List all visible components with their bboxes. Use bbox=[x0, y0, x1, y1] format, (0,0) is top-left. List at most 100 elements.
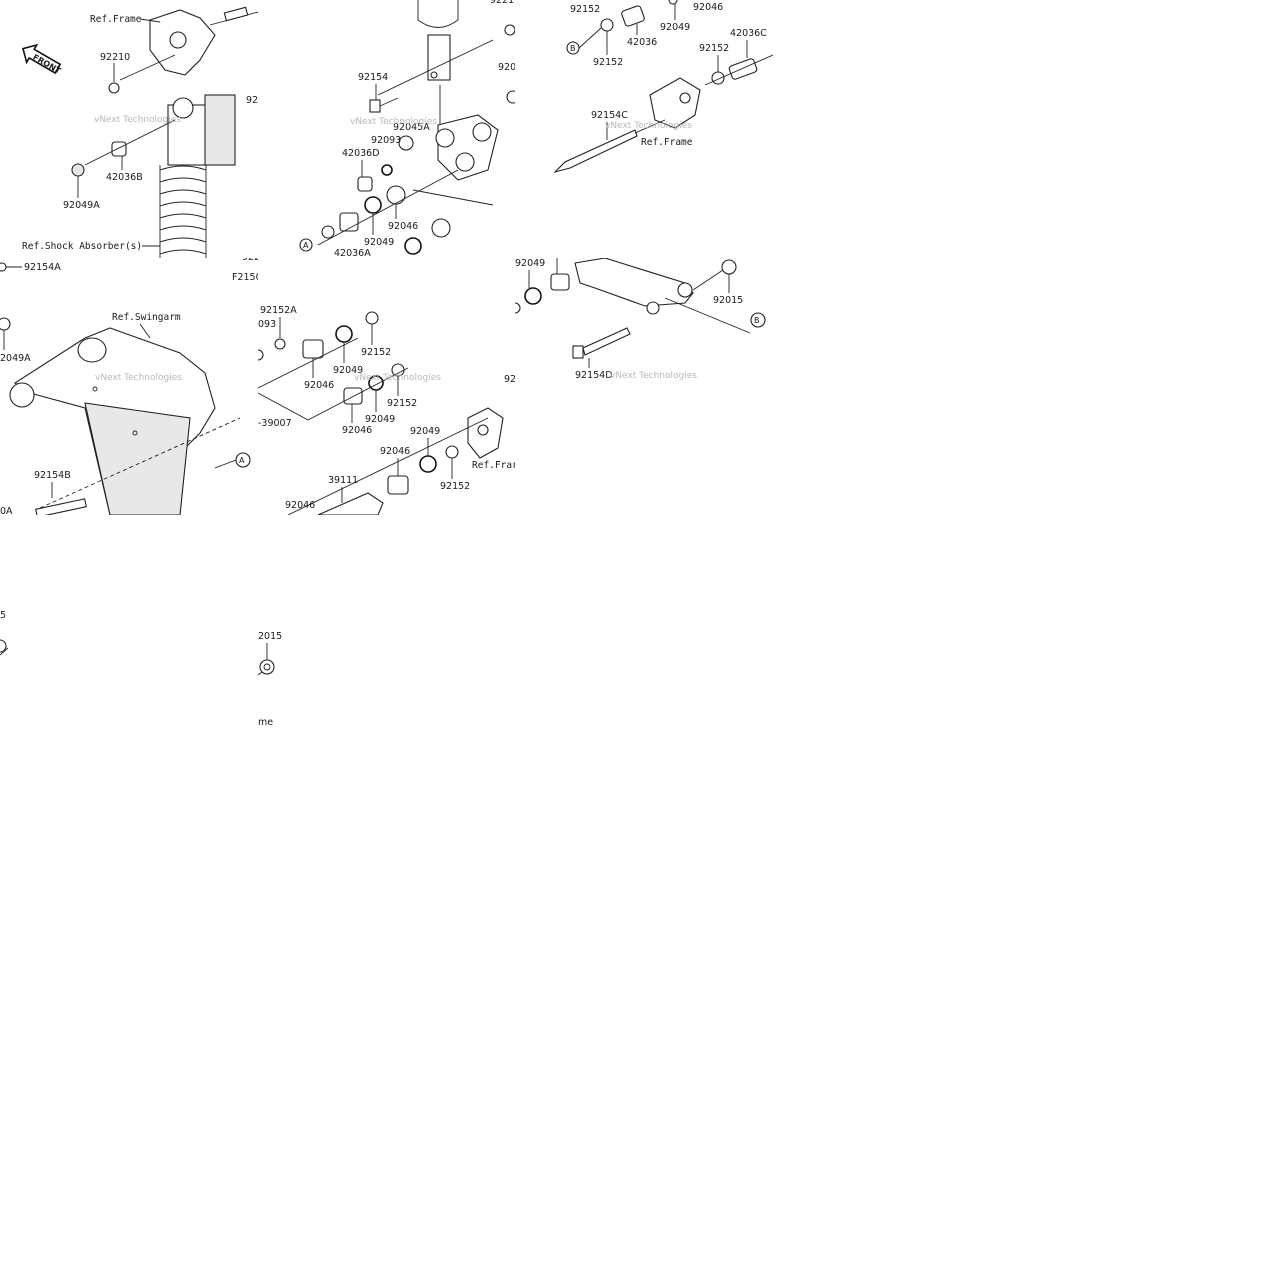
watermark-1: vNext Technologies bbox=[94, 115, 181, 125]
tile-frame-pivot: 92152 92046 92049 42036 B 92152 92152 42… bbox=[515, 0, 773, 258]
label-920-cut: 920 bbox=[498, 62, 515, 73]
label-39007-cut: -39007 bbox=[258, 418, 292, 429]
callout-a-1-text: A bbox=[303, 241, 309, 250]
label-42036A: 42036A bbox=[334, 248, 371, 258]
collar-42036B bbox=[111, 141, 127, 157]
label-92152-t2: 92152 bbox=[593, 57, 623, 68]
callout-b-1-text: B bbox=[570, 44, 576, 53]
label-ref-frame-2: Ref.Frame bbox=[641, 137, 693, 148]
label-92049-a: 92049 bbox=[364, 237, 394, 248]
swingarm-pivot-right bbox=[9, 382, 35, 408]
label-92046-m2: 92046 bbox=[342, 425, 372, 436]
label-ref-frame-3: Ref.Frar bbox=[472, 460, 515, 471]
front-arrow-icon: FRONT bbox=[22, 43, 63, 76]
tile-tie-rod-svg: 92049 92015 B 92154D vNext Technologies bbox=[515, 258, 766, 381]
label-9221-cut: 9221 bbox=[490, 0, 514, 6]
label-92154D: 92154D bbox=[575, 370, 613, 381]
callout-b-2-text: B bbox=[754, 316, 760, 325]
tile-swingarm: 92154A 9221 2049A Ref.Swingarm 92154B 0A… bbox=[0, 258, 258, 515]
bolt-top bbox=[223, 6, 249, 22]
watermark-5: vNext Technologies bbox=[354, 373, 441, 383]
seal-92049-m1 bbox=[335, 325, 353, 343]
seal-92049-r bbox=[524, 287, 542, 305]
tile-frame-pivot-svg: 92152 92046 92049 42036 B 92152 92152 42… bbox=[553, 0, 773, 174]
tile-lower-left: 5 bbox=[0, 515, 258, 773]
bearing-92046-m3 bbox=[387, 475, 409, 495]
label-ref-shock: Ref.Shock Absorber(s) bbox=[22, 241, 142, 252]
seal-92093 bbox=[381, 164, 393, 176]
tile-lower-middle: 2015 me bbox=[258, 515, 515, 773]
tile-lower-middle-svg: 2015 me bbox=[258, 631, 282, 728]
seal-92152A bbox=[274, 338, 286, 350]
label-92210-top: 92210 bbox=[100, 52, 130, 63]
watermark-4: vNext Technologies bbox=[95, 373, 182, 383]
label-92015-r: 92015 bbox=[713, 295, 743, 306]
bolt-shank-92154D bbox=[582, 327, 631, 356]
label-92045A: 92045A bbox=[393, 122, 430, 133]
label-92152-t1: 92152 bbox=[570, 4, 600, 15]
bearing-92046-m2 bbox=[343, 387, 363, 405]
shock-spring bbox=[159, 165, 207, 258]
shock-lower-spring bbox=[417, 0, 459, 28]
collar-42036A bbox=[339, 212, 359, 232]
nut-92210 bbox=[108, 82, 120, 94]
callout-b-2 bbox=[750, 312, 766, 328]
seal-92049A bbox=[71, 163, 85, 177]
label-92152-t3: 92152 bbox=[699, 43, 729, 54]
collar-42036 bbox=[621, 5, 645, 27]
tile-linkage-rod-svg: 92152A 093 92046 92049 92152 -39007 9204… bbox=[258, 305, 515, 515]
label-92154A: 92154A bbox=[24, 262, 61, 273]
bearing-92046-a bbox=[386, 185, 406, 205]
frame-bracket-2 bbox=[649, 77, 701, 129]
swingarm-pivot-left bbox=[77, 337, 107, 363]
nut-92015-lower bbox=[259, 659, 275, 675]
bearing-92046-m1 bbox=[302, 339, 324, 359]
seal-92152-m1 bbox=[365, 311, 379, 325]
bolt-head-92154 bbox=[369, 99, 381, 113]
label-2015-cut: 2015 bbox=[258, 631, 282, 642]
label-92152-m2: 92152 bbox=[387, 398, 417, 409]
label-42036: 42036 bbox=[627, 37, 657, 48]
label-F2150: F2150 bbox=[232, 272, 258, 283]
label-92154: 92154 bbox=[358, 72, 388, 83]
seal-92152-m3 bbox=[445, 445, 459, 459]
shock-eye bbox=[172, 97, 194, 119]
bracket-hole bbox=[169, 31, 187, 49]
label-92154B: 92154B bbox=[34, 470, 71, 481]
watermark-3: vNext Technologies bbox=[605, 121, 692, 131]
label-92049A-tl: 92049A bbox=[63, 200, 100, 211]
label-42036D: 42036D bbox=[342, 148, 380, 159]
label-92049A-ml: 2049A bbox=[0, 353, 31, 364]
bearing-92046-r bbox=[550, 273, 570, 291]
label-ref-frame-1: Ref.Frame bbox=[90, 14, 142, 25]
label-92152-m1: 92152 bbox=[361, 347, 391, 358]
shock-reservoir bbox=[204, 94, 236, 166]
tie-rod-39111 bbox=[317, 492, 384, 515]
tile-linkage-rod: 92152A 093 92046 92049 92152 -39007 9204… bbox=[258, 258, 515, 515]
seal-92152-t3 bbox=[711, 71, 725, 85]
label-42036B: 42036B bbox=[106, 172, 143, 183]
tile-shock-upper-svg: FRONT Ref.Frame bbox=[22, 6, 258, 258]
label-92046-t: 92046 bbox=[693, 2, 723, 13]
watermark-6: vNext Technologies bbox=[610, 371, 697, 381]
callout-a-2-text: A bbox=[239, 456, 245, 465]
label-92152-m3: 92152 bbox=[440, 481, 470, 492]
label-093-cut: 093 bbox=[258, 319, 276, 330]
label-92049-m2: 92049 bbox=[365, 414, 395, 425]
label-92152A: 92152A bbox=[260, 305, 297, 316]
label-92049-t: 92049 bbox=[660, 22, 690, 33]
seal-92049A-ml bbox=[0, 317, 11, 331]
watermark-2: vNext Technologies bbox=[350, 117, 437, 127]
nut-92015-r bbox=[721, 259, 737, 275]
label-5-cut: 5 bbox=[0, 610, 6, 621]
tile-linkage-top-svg: 92154 92093 92045A 42036D 92046 92049 42… bbox=[299, 0, 515, 258]
label-92-cut2: 92 bbox=[504, 374, 515, 385]
bolt-92154B bbox=[35, 498, 87, 515]
tile-lower-left-svg: 5 bbox=[0, 610, 9, 656]
label-92049-m3: 92049 bbox=[410, 426, 440, 437]
tile-swingarm-svg: 92154A 9221 2049A Ref.Swingarm 92154B 0A… bbox=[0, 258, 258, 515]
callout-a-1 bbox=[299, 238, 313, 252]
label-92-cut: 92 bbox=[246, 95, 258, 106]
label-92046-m3: 92046 bbox=[380, 446, 410, 457]
